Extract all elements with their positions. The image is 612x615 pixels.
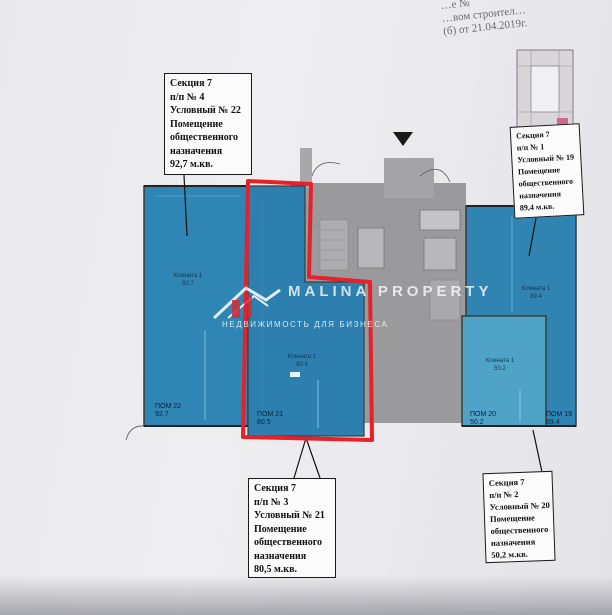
unit-21-highlight: [241, 179, 374, 442]
leader-lines: [183, 174, 543, 479]
room-22-name: Комната 1: [173, 273, 203, 279]
pom-21-label: ПОМ 21 80.5: [257, 411, 283, 427]
callout-22-line-1: Секция 7: [170, 78, 212, 89]
key-plan: [516, 49, 574, 129]
unit-20[interactable]: [461, 315, 576, 427]
room-22-label: Комната 1 92.7: [168, 272, 208, 288]
pom-20-number: ПОМ 20: [470, 411, 497, 418]
callout-unit-19: Секция 7 п/п № 1 Условный № 19 Помещение…: [509, 123, 585, 219]
watermark-subtitle: НЕДВИЖИМОСТЬ ДЛЯ БИЗНЕСА: [222, 320, 389, 329]
callout-22-line-3: Условный № 22: [170, 105, 241, 116]
callout-unit-21: Секция 7 п/п № 3 Условный № 21 Помещение…: [248, 478, 336, 578]
room-20-name: Комната 1: [485, 358, 515, 364]
callout-unit-20: Секция 7 п/п № 2 Условный № 20 Помещение…: [482, 470, 556, 564]
pom-19-area: 89.4: [546, 419, 560, 426]
callout-20-line-3: Условный № 20: [489, 499, 550, 513]
callout-22-line-5: общественного: [170, 132, 239, 143]
callout-21-line-3: Условный № 21: [254, 510, 325, 521]
direction-arrow-icon: [393, 132, 413, 146]
callout-21-line-1: Секция 7: [254, 483, 296, 494]
pom-22-label: ПОМ 22 92.7: [155, 403, 181, 419]
pom-22-number: ПОМ 22: [155, 403, 182, 410]
room-19-name: Комната 1: [521, 286, 551, 292]
room-22-area: 92.7: [182, 281, 194, 287]
room-21-area: 80.5: [296, 362, 308, 368]
callout-22-line-4: Помещение: [170, 118, 223, 130]
room-20-area: 50.2: [494, 366, 506, 372]
callout-20-line-5: общественного: [490, 523, 549, 537]
callout-21-line-2: п/п № 3: [254, 496, 289, 508]
unit-22[interactable]: [125, 185, 249, 441]
callout-20-line-7: 50,2 м.кв.: [491, 548, 528, 560]
callout-21-line-5: общественного: [254, 537, 323, 548]
pom-20-label: ПОМ 20 50.2: [470, 411, 496, 427]
room-19-label: Комната 1 89.4: [516, 285, 556, 301]
pom-21-number: ПОМ 21: [257, 411, 284, 418]
callout-19-line-7: 89,4 м.кв.: [519, 201, 555, 213]
watermark-logo-icon: [212, 286, 281, 320]
pom-19-number: ПОМ 19: [546, 411, 573, 418]
pom-21-area: 80.5: [257, 419, 271, 426]
pom-19-label: ПОМ 19 89.4: [546, 411, 572, 427]
callout-22-line-6: назначения: [170, 145, 223, 157]
pom-22-area: 92.7: [155, 411, 169, 418]
callout-21-line-6: назначения: [254, 550, 307, 562]
callout-22-line-7: 92,7 м.кв.: [170, 159, 213, 170]
room-19-area: 89.4: [530, 294, 542, 300]
pom-20-area: 50.2: [470, 419, 484, 426]
room-21-name: Комната 1: [287, 354, 317, 360]
room-21-label: Комната 1 80.5: [282, 353, 322, 369]
callout-21-line-7: 80,5 м.кв.: [254, 564, 297, 575]
callout-unit-22: Секция 7 п/п № 4 Условный № 22 Помещение…: [164, 73, 252, 175]
room-20-label: Комната 1 50.2: [480, 357, 520, 373]
watermark-name: MALINA PROPERTY: [288, 283, 493, 300]
callout-22-line-2: п/п № 4: [170, 91, 205, 103]
callout-21-line-4: Помещение: [254, 523, 307, 535]
page-shadow: [0, 575, 612, 615]
